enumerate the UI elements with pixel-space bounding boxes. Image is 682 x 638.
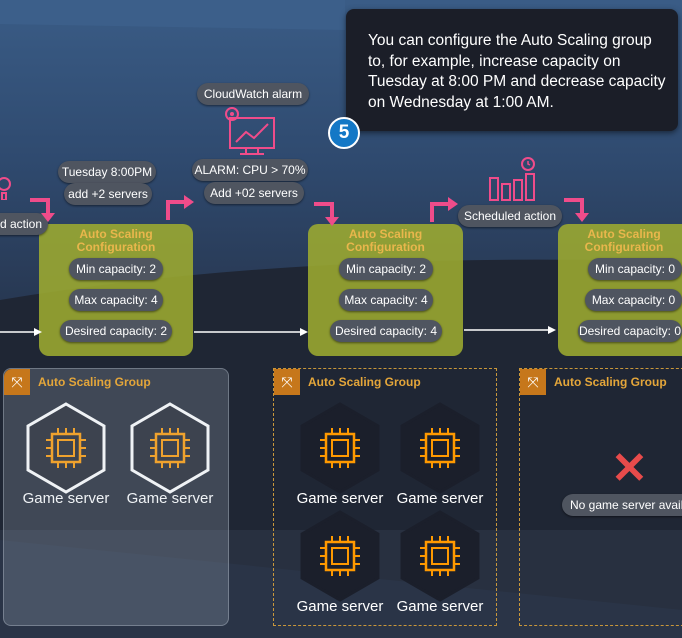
scheduled-action-label: Scheduled action <box>458 205 562 227</box>
server-chip-icon <box>400 510 480 602</box>
arrow-scheduled-to-config3 <box>564 198 589 222</box>
event-tuesday-time: Tuesday 8:00PM <box>58 161 156 183</box>
server-label: Game server <box>396 490 484 507</box>
scheduled-clock-icon-partial <box>0 177 11 200</box>
game-server: Game server <box>290 510 390 620</box>
config1-min-capacity: Min capacity: 2 <box>69 258 163 280</box>
config1-max-capacity: Max capacity: 4 <box>69 289 163 311</box>
scheduled-action-icon <box>489 157 535 201</box>
cloudwatch-alarm-label: CloudWatch alarm <box>197 83 309 105</box>
cloudwatch-alarm-icon <box>225 107 275 155</box>
config2-desired-capacity: Desired capacity: 4 <box>330 320 442 342</box>
step-badge[interactable]: 5 <box>328 117 360 149</box>
auto-scaling-group-icon: ⤧ <box>4 369 30 395</box>
game-server: Game server <box>390 402 490 512</box>
auto-scaling-group-icon: ⤧ <box>274 369 300 395</box>
config3-desired-capacity: Desired capacity: 0 <box>578 320 682 342</box>
asg-title: Auto Scaling Group <box>308 375 421 389</box>
config2-max-capacity: Max capacity: 4 <box>339 289 433 311</box>
config1-desired-capacity: Desired capacity: 2 <box>60 320 172 342</box>
auto-scaling-group-3: ⤧ Auto Scaling Group <box>519 368 682 626</box>
server-label: Game server <box>396 598 484 615</box>
no-server-x-icon: ✕ <box>611 444 648 493</box>
server-chip-icon <box>130 402 210 494</box>
config3-max-capacity: Max capacity: 0 <box>585 289 682 311</box>
alarm-condition: ALARM: CPU > 70% <box>192 159 308 181</box>
asg-title: Auto Scaling Group <box>38 375 151 389</box>
server-chip-icon <box>400 402 480 494</box>
arrow-left-to-config1 <box>30 198 55 222</box>
config3-min-capacity: Min capacity: 0 <box>588 258 682 280</box>
auto-scaling-group-1: ⤧ Auto Scaling Group <box>3 368 229 626</box>
alarm-action: Add +02 servers <box>204 182 304 204</box>
game-server: Game server <box>16 402 116 512</box>
config-title: Auto Scaling Configuration <box>76 227 156 254</box>
server-label: Game server <box>296 490 384 507</box>
arrow-alarm-to-config2 <box>314 202 339 226</box>
config-title: Auto Scaling Configuration <box>584 227 664 254</box>
server-chip-icon <box>300 402 380 494</box>
config2-min-capacity: Min capacity: 2 <box>339 258 433 280</box>
auto-scaling-group-2: ⤧ Auto Scaling Group <box>273 368 497 626</box>
game-server: Game server <box>390 510 490 620</box>
tooltip: You can configure the Auto Scaling group… <box>346 9 678 131</box>
server-chip-icon <box>26 402 106 494</box>
server-label: Game server <box>22 490 110 507</box>
no-server-available-label: No game server available <box>562 494 682 516</box>
arrow-config2-to-scheduled <box>430 197 458 222</box>
game-server: Game server <box>120 402 220 512</box>
server-label: Game server <box>126 490 214 507</box>
arrow-config1-to-alarm <box>166 195 194 220</box>
server-chip-icon <box>300 510 380 602</box>
config-title: Auto Scaling Configuration <box>346 227 425 254</box>
tooltip-text: You can configure the Auto Scaling group… <box>368 32 666 111</box>
scheduled-action-left-pill: d action <box>0 213 48 235</box>
auto-scaling-group-icon: ⤧ <box>520 369 546 395</box>
asg-title: Auto Scaling Group <box>554 375 667 389</box>
server-label: Game server <box>296 598 384 615</box>
event-tuesday-action: add +2 servers <box>64 183 152 205</box>
game-server: Game server <box>290 402 390 512</box>
timeline-arrows <box>0 326 556 336</box>
